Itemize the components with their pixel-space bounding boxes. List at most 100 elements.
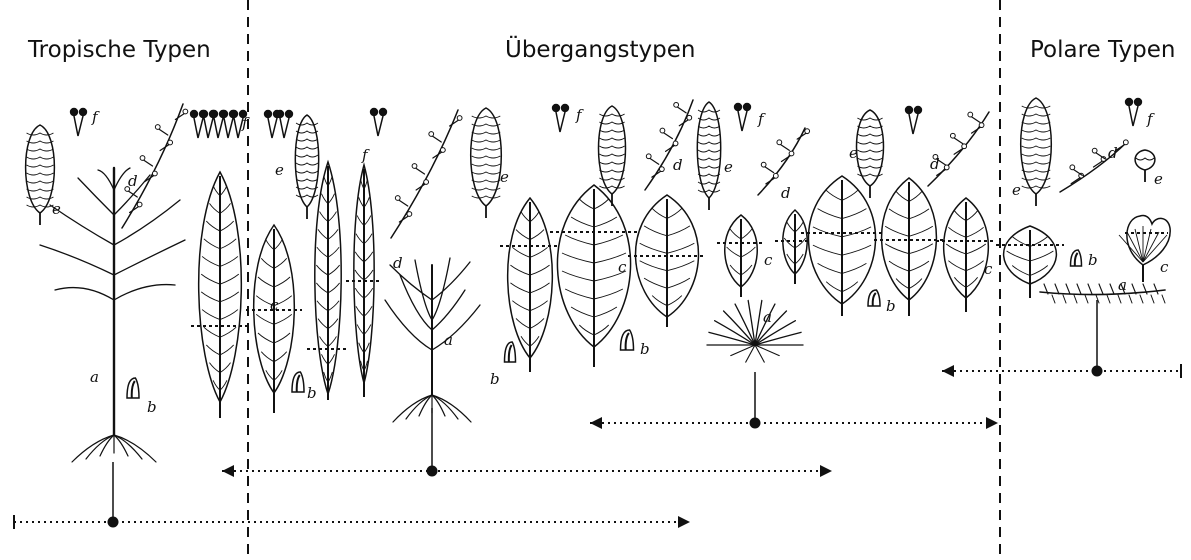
- flower-bud: [1070, 165, 1075, 170]
- branch: [755, 332, 801, 345]
- flower-bud: [155, 125, 160, 130]
- bud-tropical: [127, 378, 139, 398]
- root: [432, 395, 471, 422]
- tree-shrub: [707, 300, 803, 362]
- flower-bud: [168, 140, 173, 145]
- letter-e: e: [724, 158, 733, 176]
- leaf-small-1: [717, 215, 765, 297]
- letter-e: e: [275, 161, 284, 179]
- root: [1063, 295, 1066, 303]
- flower-bud: [440, 148, 445, 153]
- catkin-polar-small: [1135, 150, 1155, 182]
- flower-bud: [140, 156, 145, 161]
- twig: [1055, 284, 1059, 294]
- leaf-ovate-5: [936, 198, 996, 312]
- branch: [114, 285, 175, 300]
- branch: [78, 178, 114, 215]
- letter-d: d: [393, 254, 403, 272]
- flower-bud: [660, 128, 665, 133]
- anther: [285, 110, 293, 118]
- roots: [72, 435, 156, 462]
- root: [72, 435, 114, 462]
- anther: [220, 110, 228, 118]
- filament: [74, 116, 83, 136]
- flower-bud: [407, 212, 412, 217]
- branch-polar: [1060, 140, 1128, 192]
- catkin-polar: [1021, 98, 1052, 206]
- root: [1074, 295, 1077, 303]
- root: [1162, 295, 1165, 303]
- letter-c: c: [618, 258, 627, 276]
- branch-twig: [159, 129, 168, 135]
- arrow-right-icon: [986, 417, 998, 429]
- letter-f: f: [1146, 110, 1155, 128]
- branch-twig: [650, 158, 659, 164]
- branch: [385, 300, 432, 350]
- catkin-tropical: [26, 125, 55, 225]
- branch-2: [391, 110, 462, 238]
- flower-bud: [152, 171, 157, 176]
- flower-bud: [137, 202, 142, 207]
- branch: [40, 245, 114, 275]
- range-dot: [750, 418, 761, 429]
- branch: [432, 258, 450, 320]
- arrow-right-icon: [678, 516, 690, 528]
- tree-polar-creeping: [1040, 284, 1165, 303]
- branch-twig: [780, 144, 789, 150]
- flower-bud: [950, 133, 955, 138]
- leaf-polar-round: [996, 226, 1064, 298]
- tree-transition: [385, 258, 480, 422]
- branch-twig: [677, 107, 686, 113]
- arrow-right-icon: [820, 465, 832, 477]
- root: [1052, 295, 1055, 303]
- flower-bud: [944, 165, 949, 170]
- anther: [905, 106, 913, 114]
- branch-twig: [1073, 169, 1082, 175]
- stamen-4: [552, 104, 569, 132]
- letter-c: c: [1160, 258, 1169, 276]
- anther: [1125, 98, 1133, 106]
- flower-bud: [673, 141, 678, 146]
- letter-e: e: [1154, 170, 1163, 188]
- letter-e: e: [52, 200, 61, 218]
- anther: [370, 108, 378, 116]
- anther: [552, 104, 560, 112]
- stamen-polar: [1125, 98, 1142, 126]
- filament: [204, 118, 213, 138]
- heading-transition-types: Übergangstypen: [505, 36, 695, 64]
- bud-4: [621, 330, 634, 350]
- branch-twig: [679, 120, 688, 126]
- flower-bud: [659, 167, 664, 172]
- root: [755, 345, 779, 356]
- stamen-3: [370, 108, 387, 136]
- letter-c: c: [984, 260, 993, 278]
- anther: [561, 104, 569, 112]
- flower-bud: [979, 123, 984, 128]
- branch: [432, 305, 480, 350]
- root: [1140, 295, 1143, 303]
- flower-bud: [395, 196, 400, 201]
- stamen-5: [734, 103, 751, 131]
- catkin-outline: [295, 115, 318, 207]
- letter-b: b: [886, 297, 896, 315]
- anther: [210, 110, 218, 118]
- flower-bud: [1123, 140, 1128, 145]
- stamen-6: [905, 106, 922, 134]
- letter-e: e: [1012, 181, 1021, 199]
- twig: [1077, 284, 1081, 294]
- range-dot: [427, 466, 438, 477]
- flower-bud: [429, 132, 434, 137]
- branch-twig: [663, 133, 672, 139]
- flower-bud: [183, 109, 188, 114]
- twig: [1088, 284, 1092, 294]
- leaf-ovate-2: [628, 195, 706, 327]
- branch: [114, 200, 180, 245]
- flower-bud: [805, 129, 810, 134]
- anther: [734, 103, 742, 111]
- letter-d: d: [930, 155, 940, 173]
- filament: [214, 118, 223, 138]
- branch: [432, 262, 470, 300]
- anther: [190, 110, 198, 118]
- letter-a: a: [90, 368, 99, 386]
